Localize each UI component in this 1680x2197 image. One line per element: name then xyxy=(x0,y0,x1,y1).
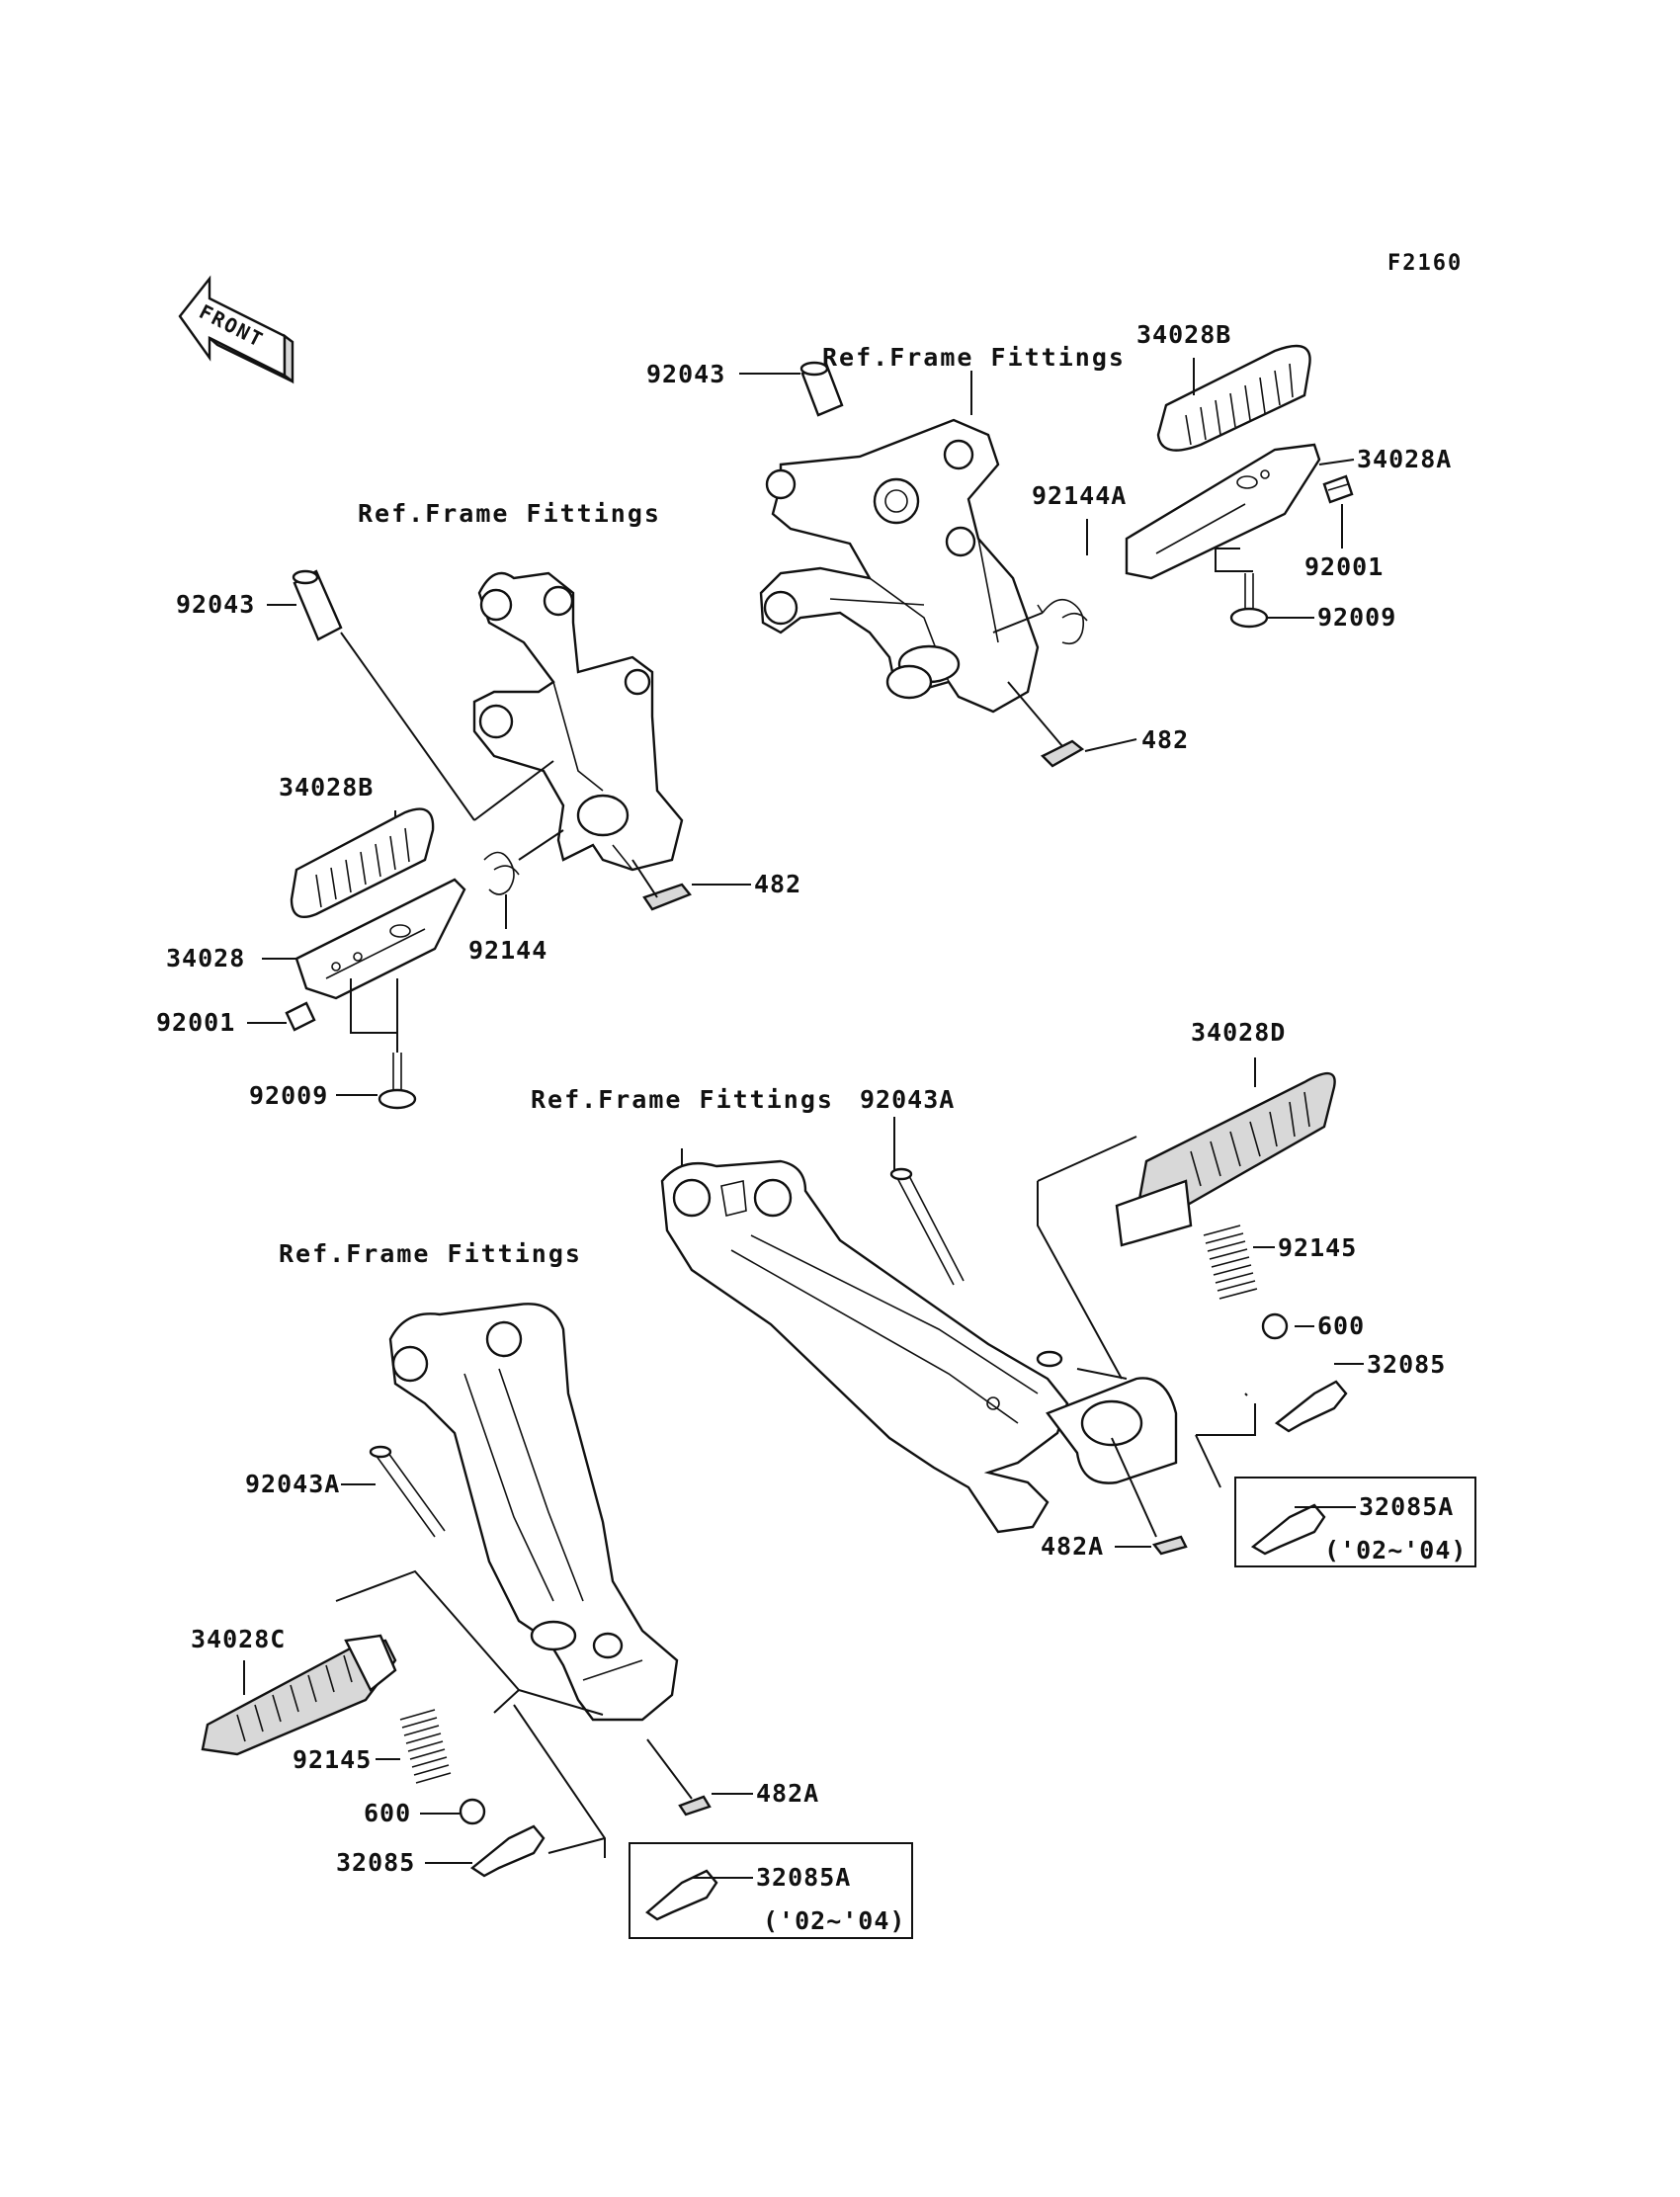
bolt-92001-top-right xyxy=(1322,474,1354,504)
label-92043-top-right: 92043 xyxy=(646,360,725,388)
front-arrow-icon: FRONT xyxy=(178,275,294,384)
washer-482A-left xyxy=(678,1795,712,1817)
bolt-92001-top-left xyxy=(285,1001,316,1032)
footpeg-rubber-34028B-top-left xyxy=(290,807,435,919)
footpeg-34028D xyxy=(1115,1072,1336,1247)
spring-92145-right xyxy=(1203,1225,1258,1300)
spring-92145-left xyxy=(399,1709,452,1784)
ref-frame-fittings-top-right: Ref.Frame Fittings xyxy=(822,343,1126,372)
figure-code: F2160 xyxy=(1387,251,1463,276)
label-92043-top-left: 92043 xyxy=(176,590,255,619)
label-92145-left: 92145 xyxy=(293,1745,372,1774)
bolt-92009-top-right xyxy=(1229,573,1269,629)
label-32085-right: 32085 xyxy=(1367,1350,1446,1379)
label-32085A-left: 32085A xyxy=(756,1863,851,1892)
bottom-left-footpeg-bracket xyxy=(388,1303,679,1722)
label-92144A: 92144A xyxy=(1032,481,1127,510)
spring-92144 xyxy=(483,851,520,895)
label-482-top-right: 482 xyxy=(1141,725,1189,754)
footpeg-rubber-34028B-top-right xyxy=(1156,344,1311,452)
pin-92043-top-left xyxy=(292,569,343,641)
label-34028B-top-right: 34028B xyxy=(1136,320,1231,349)
inset-box-right xyxy=(1234,1477,1476,1567)
label-92145-right: 92145 xyxy=(1278,1233,1357,1262)
ref-frame-fittings-top-left: Ref.Frame Fittings xyxy=(358,499,661,528)
label-482A-right: 482A xyxy=(1041,1532,1104,1561)
leader-lines xyxy=(243,358,1364,1879)
pin-92043A-bottom-left xyxy=(369,1445,446,1538)
spring-92144A xyxy=(1037,598,1088,645)
label-92043A-mid-right: 92043A xyxy=(860,1085,955,1114)
label-92001-top-left: 92001 xyxy=(156,1008,235,1037)
footpeg-34028A xyxy=(1125,443,1321,580)
label-92009-top-left: 92009 xyxy=(249,1081,328,1110)
label-600-right: 600 xyxy=(1317,1311,1365,1340)
label-92144: 92144 xyxy=(468,936,547,965)
ref-frame-fittings-mid-right: Ref.Frame Fittings xyxy=(531,1085,834,1114)
footpeg-34028C xyxy=(201,1634,397,1756)
years-right: ('02~'04) xyxy=(1324,1536,1467,1564)
label-32085A-right: 32085A xyxy=(1359,1492,1454,1521)
label-34028: 34028 xyxy=(166,944,245,972)
detent-32085-left xyxy=(469,1824,546,1878)
label-482A-left: 482A xyxy=(756,1779,819,1808)
ball-600-right xyxy=(1261,1312,1289,1340)
inset-box-left xyxy=(629,1842,913,1939)
top-right-footpeg-bracket xyxy=(759,418,1040,714)
washer-482-top-left xyxy=(642,883,692,911)
ball-600-left xyxy=(459,1798,486,1825)
label-92001-top-right: 92001 xyxy=(1304,552,1384,581)
ref-frame-fittings-bottom-left: Ref.Frame Fittings xyxy=(279,1239,582,1268)
top-left-footpeg-bracket xyxy=(472,571,684,872)
label-92043A-bottom-left: 92043A xyxy=(245,1470,340,1498)
washer-482A-right xyxy=(1151,1535,1188,1556)
label-34028D: 34028D xyxy=(1191,1018,1286,1047)
label-482-top-left: 482 xyxy=(754,870,801,898)
footpeg-34028 xyxy=(294,878,466,1000)
label-34028B-top-left: 34028B xyxy=(279,773,374,802)
years-left: ('02~'04) xyxy=(763,1906,905,1935)
bolt-92009-top-left xyxy=(378,1053,417,1110)
label-600-left: 600 xyxy=(364,1799,411,1827)
mid-right-footpeg-bracket xyxy=(660,1159,1178,1534)
pin-92043-top-right xyxy=(799,361,844,417)
label-34028A: 34028A xyxy=(1357,445,1452,473)
detent-32085-right xyxy=(1274,1380,1348,1433)
label-92009-top-right: 92009 xyxy=(1317,603,1396,632)
label-32085-left: 32085 xyxy=(336,1848,415,1877)
pin-92043A-mid-right xyxy=(889,1167,965,1286)
label-34028C: 34028C xyxy=(191,1625,286,1653)
